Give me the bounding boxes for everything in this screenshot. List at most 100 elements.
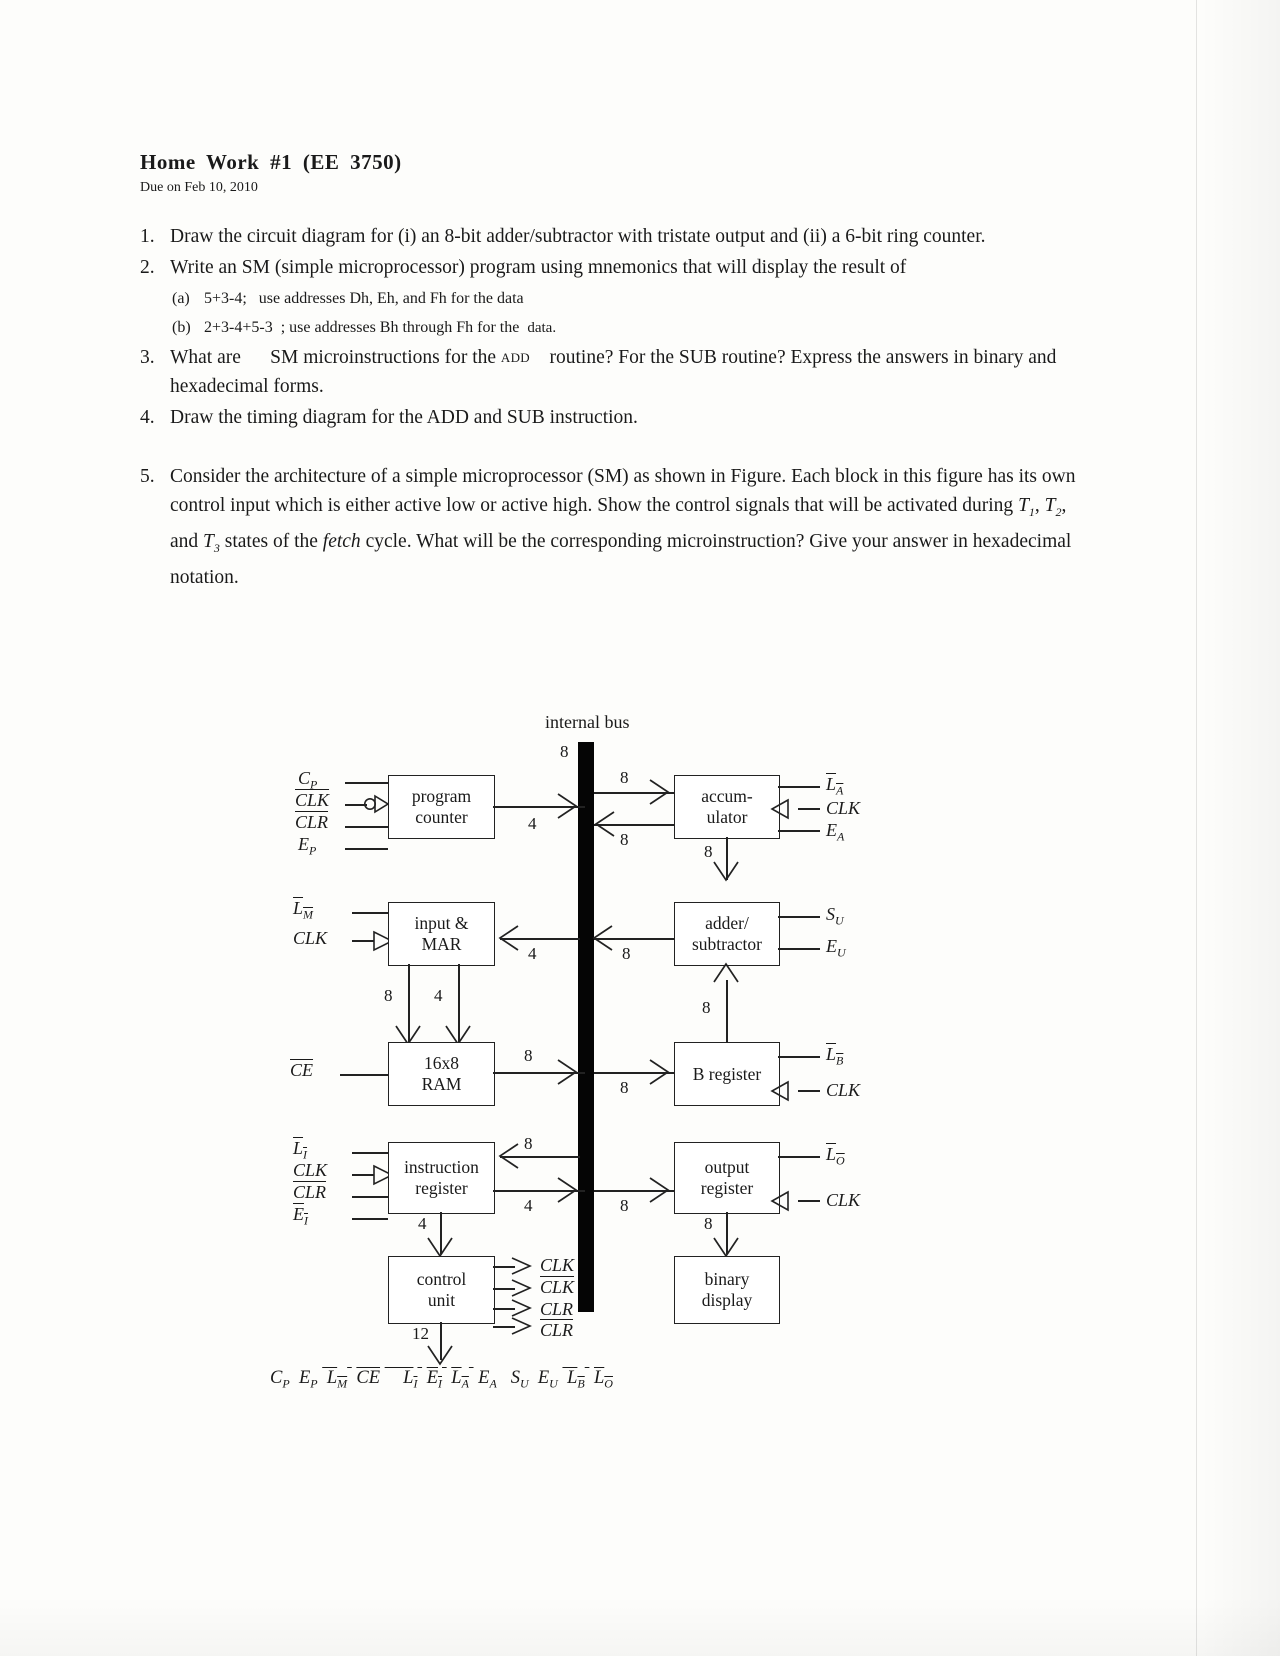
acc-ea-line	[778, 830, 820, 832]
pc-to-bus-line	[493, 806, 585, 808]
signal-li: LI	[293, 1138, 308, 1162]
question-4-text: Draw the timing diagram for the ADD and …	[170, 407, 638, 428]
ireg-clr-line	[352, 1196, 388, 1198]
question-4-number: 4.	[140, 407, 155, 428]
control-clr-line	[493, 1308, 515, 1310]
question-5-text-1: Consider the architecture of a simple mi…	[170, 466, 1076, 516]
question-2-number: 2.	[140, 257, 155, 278]
control-out-width: 12	[412, 1324, 429, 1343]
acc-in-width: 8	[620, 768, 629, 787]
breg-to-addsub-arrow	[713, 962, 739, 983]
internal-bus	[578, 742, 594, 1312]
control-clrbar-line	[493, 1326, 515, 1328]
question-1-text: Draw the circuit diagram for (i) an 8-bi…	[170, 226, 986, 247]
ram-to-bus-line	[493, 1072, 585, 1074]
signal-lo: LO	[826, 1144, 845, 1168]
question-5-text-2: states of the	[224, 530, 318, 552]
signal-ea: EA	[826, 820, 845, 844]
question-3: 3. What are SM microinstructions for the…	[140, 343, 1090, 401]
input-mar-label: input &MAR	[414, 913, 469, 954]
breg-lb-line	[778, 1056, 820, 1058]
question-2-text: Write an SM (simple microprocessor) prog…	[170, 257, 907, 278]
mar-to-ram-width-b: 4	[434, 986, 443, 1005]
bottom-signal-ce: CE	[356, 1368, 381, 1388]
ram-ce-line	[340, 1074, 388, 1076]
signal-lb: LB	[826, 1044, 844, 1068]
question-2a-expression: 5+3-4;	[204, 290, 247, 307]
question-2b-expression: 2+3-4+5-3	[204, 319, 273, 336]
signal-clk-pc: CLK	[295, 790, 330, 810]
scan-artifact-line	[1196, 0, 1197, 1656]
internal-bus-label: internal bus	[545, 712, 630, 732]
clock-input-triangle-ireg	[373, 1164, 394, 1186]
bus-to-breg-line	[594, 1072, 674, 1074]
breg-to-addsub-width: 8	[702, 998, 711, 1017]
bottom-signal-su: SU	[501, 1368, 529, 1391]
acc-la-line	[778, 786, 820, 788]
question-2a: (a) 5+3-4; use addresses Dh, Eh, and Fh …	[172, 284, 1090, 313]
mar-in-width: 4	[528, 944, 537, 963]
addsub-eu-line	[778, 948, 820, 950]
pc-input-line-ep	[345, 848, 388, 850]
question-2a-body: 5+3-4; use addresses Dh, Eh, and Fh for …	[204, 284, 524, 313]
control-output-clk: CLK	[540, 1255, 575, 1275]
question-3-add-keyword: ADD	[500, 350, 530, 365]
signal-clk-breg: CLK	[826, 1080, 861, 1100]
question-5-t2: T2	[1044, 495, 1062, 519]
mar-clk-line	[352, 940, 374, 942]
question-5: 5. Consider the architecture of a simple…	[140, 462, 1090, 592]
question-3-text-a: What are	[170, 347, 241, 368]
control-to-signals-line	[440, 1322, 442, 1360]
block-accumulator: accum-ulator	[674, 775, 780, 839]
bottom-signal-ep: EP	[294, 1368, 318, 1391]
clock-input-triangle-mar	[373, 930, 394, 952]
pc-input-line-clk	[345, 804, 367, 806]
signal-clk-acc: CLK	[826, 798, 861, 818]
bottom-signal-ea: EA	[478, 1368, 497, 1391]
question-list: 1. Draw the circuit diagram for (i) an 8…	[140, 222, 1090, 594]
ireg-out-width: 4	[524, 1196, 533, 1215]
mar-lm-line	[352, 912, 388, 914]
signal-eu: EU	[826, 936, 846, 960]
breg-to-addsub-line	[726, 980, 728, 1050]
question-5-t3: T3	[203, 530, 220, 555]
oreg-to-display-line	[726, 1212, 728, 1254]
question-5-text: Consider the architecture of a simple mi…	[170, 466, 1076, 588]
control-clkbar-line	[493, 1288, 515, 1290]
question-5-number: 5.	[140, 466, 155, 487]
bus-to-ireg-line	[500, 1156, 580, 1158]
question-3-number: 3.	[140, 347, 155, 368]
bottom-signal-lo: LO	[593, 1368, 613, 1391]
bus-to-ireg-arrow	[498, 1143, 519, 1169]
question-3-text-c: routine? For the SUB routine? Express th…	[170, 347, 1057, 397]
question-2b-body: 2+3-4+5-3 ; use addresses Bh through Fh …	[204, 313, 556, 343]
mar-to-ram-line-b	[458, 964, 460, 1042]
bus-to-mar-line	[500, 938, 580, 940]
signal-lm: LM	[293, 898, 314, 922]
acc-clk-line	[798, 808, 820, 810]
question-4: 4. Draw the timing diagram for the ADD a…	[140, 403, 1090, 432]
acc-to-bus-line	[594, 824, 674, 826]
question-2a-label: (a)	[172, 290, 190, 307]
bus-width-label: 8	[560, 742, 569, 761]
addsub-out-width: 8	[622, 944, 631, 963]
bus-to-oreg-line	[594, 1190, 674, 1192]
ireg-to-control-width: 4	[418, 1214, 427, 1233]
bus-to-acc-arrow	[649, 779, 670, 805]
pc-out-width: 4	[528, 814, 537, 833]
bottom-signal-eu: EU	[533, 1368, 558, 1391]
clock-input-triangle-oreg	[770, 1190, 789, 1212]
bus-to-oreg-width: 8	[620, 1196, 629, 1215]
bus-to-acc-line	[594, 792, 674, 794]
clock-input-triangle-breg	[770, 1080, 789, 1102]
control-output-arrows	[511, 1257, 532, 1335]
question-2: 2. Write an SM (simple microprocessor) p…	[140, 253, 1090, 282]
